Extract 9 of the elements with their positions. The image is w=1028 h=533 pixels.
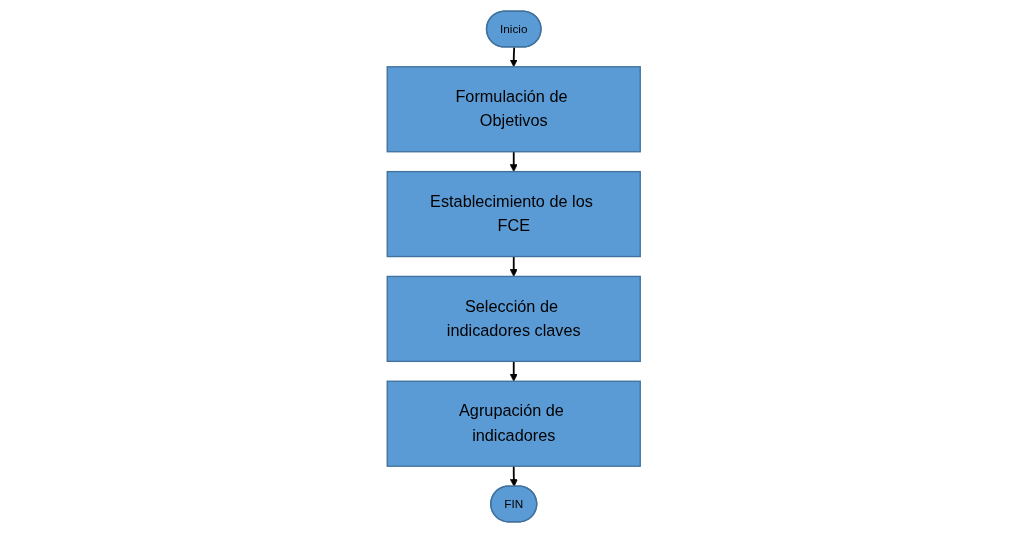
node-box: Establecimiento de los FCE — [386, 170, 642, 258]
node-box: Formulación de Objetivos — [386, 66, 642, 153]
node-box: Agrupación de indicadores — [386, 380, 642, 467]
arrow — [510, 46, 518, 68]
arrow — [510, 150, 518, 172]
arrow — [510, 360, 518, 382]
arrow — [510, 255, 518, 277]
arrow — [510, 465, 519, 487]
node-box: Selección de indicadores claves — [386, 275, 642, 363]
